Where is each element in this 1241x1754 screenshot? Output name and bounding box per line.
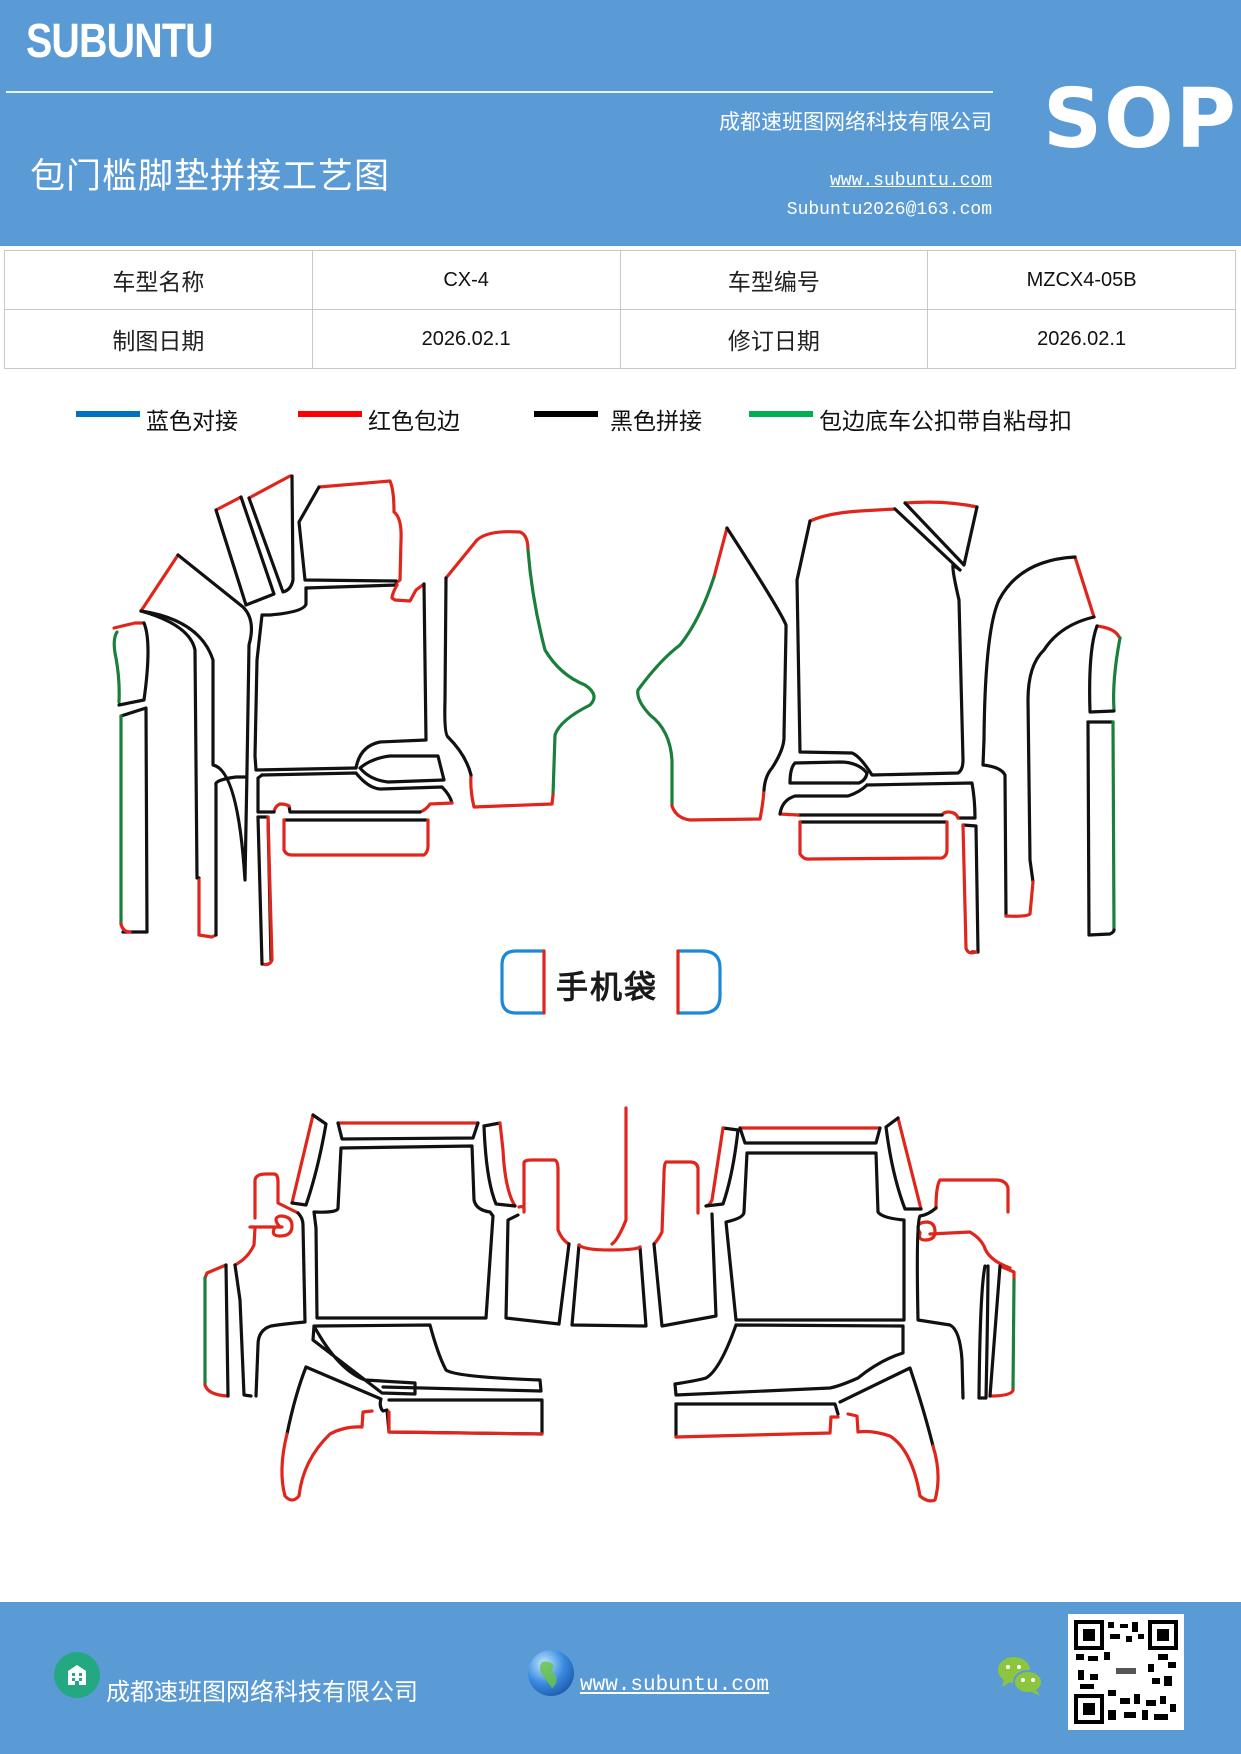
front-left-pattern [112,474,596,967]
table-row: 制图日期 2026.02.1 修订日期 2026.02.1 [4,309,1236,369]
page-title: 包门槛脚垫拼接工艺图 [30,157,391,197]
legend-item-blue: 蓝色对接 [76,402,238,436]
footer-banner: 成都速班图网络科技有限公司 www.subuntu.com [0,1602,1241,1754]
color-legend: 蓝色对接 红色包边 黑色拼接 包边底车公扣带自粘母扣 [0,402,1241,442]
legend-item-black: 黑色拼接 [534,402,702,436]
model-code-value: MZCX4-05B [927,250,1236,310]
header-divider [6,91,993,93]
website-link[interactable]: www.subuntu.com [829,171,992,191]
email-address: Subuntu2026@163.com [786,200,992,220]
green-line-swatch [749,411,813,417]
blue-line-swatch [76,411,140,417]
globe-icon [528,1650,574,1696]
table-row: 车型名称 CX-4 车型编号 MZCX4-05B [4,250,1236,310]
model-name-value: CX-4 [311,250,621,310]
legend-label: 包边底车公扣带自粘母扣 [819,409,1072,435]
legend-label: 蓝色对接 [146,409,238,435]
revision-date-value: 2026.02.1 [927,309,1236,369]
footer-company-name: 成都速班图网络科技有限公司 [106,1678,418,1706]
black-line-swatch [534,411,598,417]
rear-right-pattern [610,1106,1016,1503]
building-icon [54,1652,100,1698]
splice-pattern-diagram [112,474,1122,1503]
phone-pocket-pattern [500,949,722,1015]
model-code-label: 车型编号 [619,250,929,310]
vehicle-info-table: 车型名称 CX-4 车型编号 MZCX4-05B 制图日期 2026.02.1 … [4,250,1236,369]
drawing-date-value: 2026.02.1 [311,309,621,369]
qr-code [1068,1614,1184,1730]
front-right-pattern [636,500,1122,955]
phone-pocket-label: 手机袋 [556,968,659,1006]
rear-left-pattern [203,1113,648,1502]
legend-label: 黑色拼接 [610,409,702,435]
drawing-date-label: 制图日期 [4,309,313,369]
wechat-icon [996,1654,1044,1698]
model-name-label: 车型名称 [4,250,313,310]
revision-date-label: 修订日期 [619,309,929,369]
footer-website-link[interactable]: www.subuntu.com [580,1674,770,1697]
legend-label: 红色包边 [368,409,460,435]
company-name: 成都速班图网络科技有限公司 [719,110,992,134]
header-banner: SUBUNTU 包门槛脚垫拼接工艺图 成都速班图网络科技有限公司 www.sub… [0,0,1241,246]
sop-badge: SOP [1043,72,1238,167]
brand-logo: SUBUNTU [26,15,213,68]
legend-item-red: 红色包边 [298,402,460,436]
red-line-swatch [298,411,362,417]
legend-item-green: 包边底车公扣带自粘母扣 [749,402,1072,436]
